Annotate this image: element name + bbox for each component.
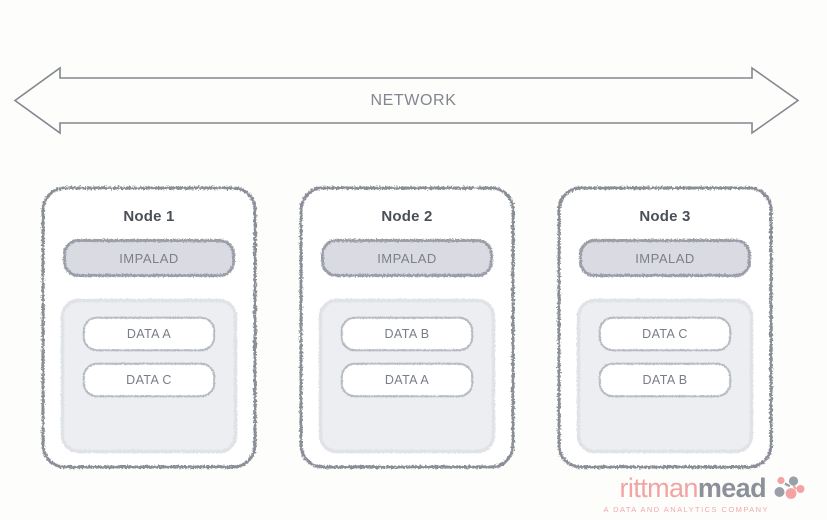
storage-container: DATA A DATA C bbox=[60, 298, 238, 454]
rittman-mead-logo: rittmanmead A DATA AND ANALYTICS COMPANY bbox=[604, 475, 806, 514]
logo-tagline: A DATA AND ANALYTICS COMPANY bbox=[603, 505, 769, 514]
storage-container: DATA C DATA B bbox=[576, 298, 754, 454]
impalad-border-frame bbox=[578, 239, 752, 277]
node-card-3[interactable]: Node 3 IMPALAD bbox=[556, 185, 774, 470]
data-block[interactable]: DATA A bbox=[82, 316, 216, 352]
node-card-2[interactable]: Node 2 IMPALAD bbox=[298, 185, 516, 470]
data-block-label: DATA C bbox=[642, 327, 688, 341]
network-nodes-logo-icon bbox=[774, 475, 805, 499]
storage-container: DATA B DATA A bbox=[318, 298, 496, 454]
data-block[interactable]: DATA C bbox=[82, 362, 216, 398]
data-block-border-frame bbox=[598, 362, 732, 398]
impalad-box[interactable]: IMPALAD bbox=[320, 238, 494, 278]
network-label: NETWORK bbox=[370, 92, 457, 109]
impalad-label: IMPALAD bbox=[119, 250, 179, 266]
data-block-label: DATA B bbox=[642, 373, 688, 387]
network-band: NETWORK bbox=[0, 55, 827, 147]
data-block[interactable]: DATA B bbox=[598, 362, 732, 398]
impalad-label: IMPALAD bbox=[635, 250, 695, 266]
logo-word-primary: rittman bbox=[619, 473, 699, 503]
data-block-label: DATA A bbox=[126, 327, 172, 341]
impalad-border-frame bbox=[62, 239, 236, 277]
nodes-row: Node 1 IMPALAD bbox=[40, 185, 788, 470]
data-block-label: DATA B bbox=[384, 327, 430, 341]
impalad-label: IMPALAD bbox=[377, 250, 437, 266]
node-title: Node 1 bbox=[123, 208, 175, 225]
data-block-border-frame bbox=[340, 362, 474, 398]
logo-word-secondary: mead bbox=[697, 473, 767, 503]
node-card-1[interactable]: Node 1 IMPALAD bbox=[40, 185, 258, 470]
impalad-box[interactable]: IMPALAD bbox=[578, 238, 752, 278]
data-block[interactable]: DATA A bbox=[340, 362, 474, 398]
double-headed-arrow-icon bbox=[13, 66, 800, 135]
data-block[interactable]: DATA C bbox=[598, 316, 732, 352]
data-block-label: DATA C bbox=[126, 373, 172, 387]
logo-wordmark: rittmanmead bbox=[619, 473, 767, 503]
data-block-border-frame bbox=[82, 362, 216, 398]
impalad-border-frame bbox=[320, 239, 494, 277]
node-title: Node 3 bbox=[639, 208, 691, 225]
data-block-border-frame bbox=[340, 316, 474, 352]
data-block-border-frame bbox=[598, 316, 732, 352]
data-block-label: DATA A bbox=[384, 373, 430, 387]
impalad-box[interactable]: IMPALAD bbox=[62, 238, 236, 278]
node-title: Node 2 bbox=[381, 208, 433, 225]
data-block-border-frame bbox=[82, 316, 216, 352]
data-block[interactable]: DATA B bbox=[340, 316, 474, 352]
logo-wordmark-row: rittmanmead bbox=[620, 475, 805, 502]
